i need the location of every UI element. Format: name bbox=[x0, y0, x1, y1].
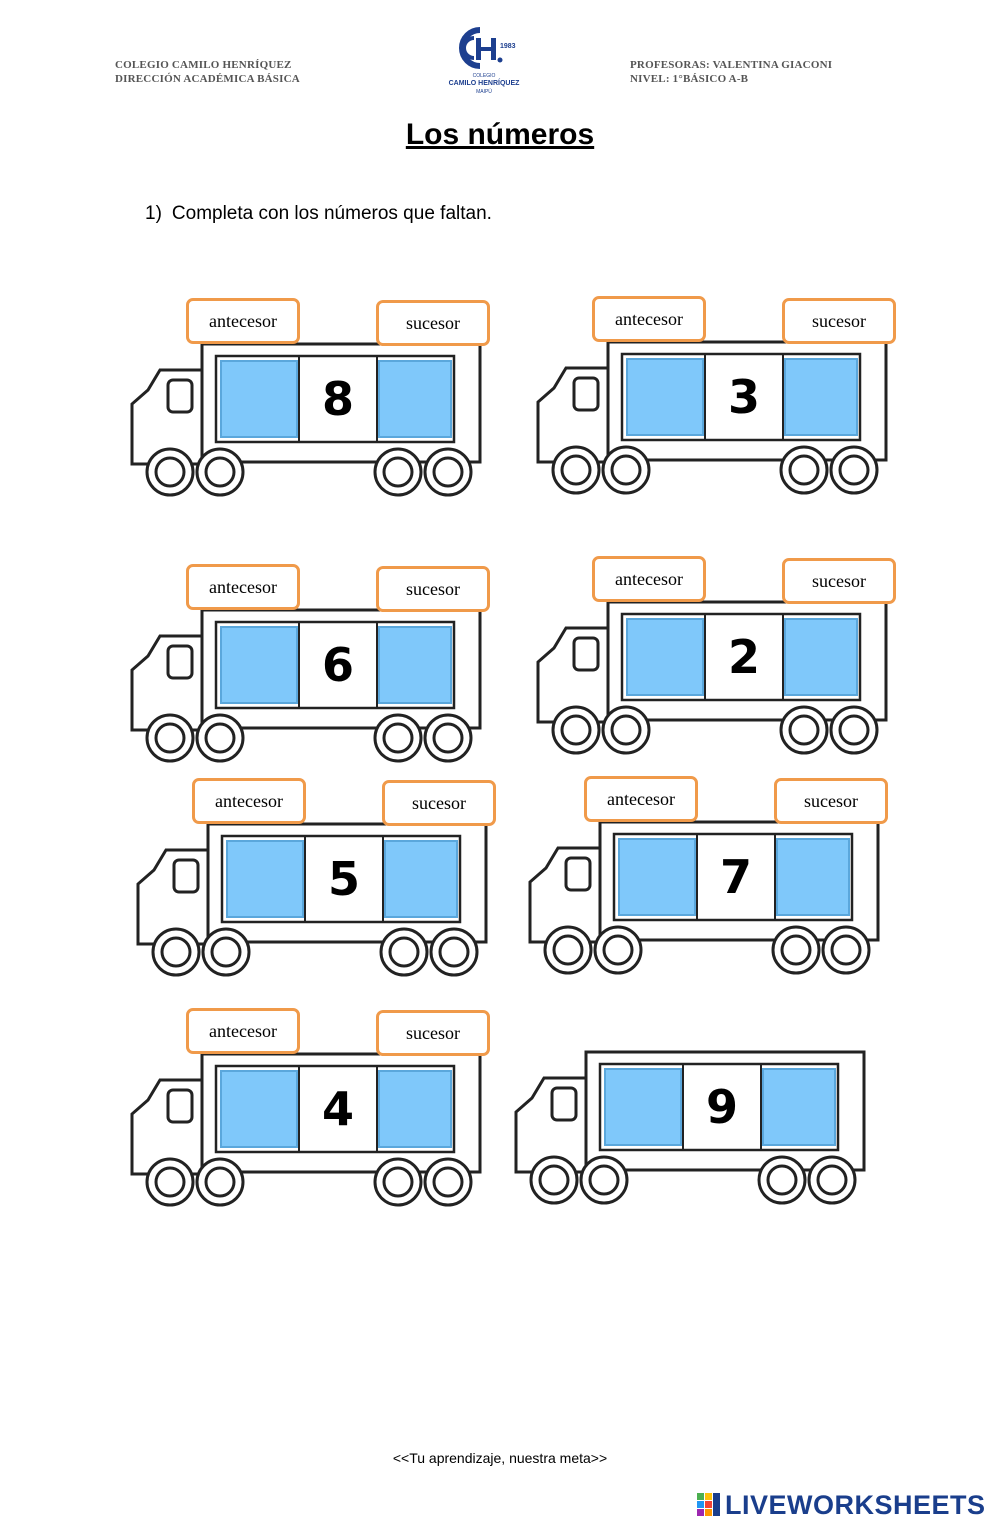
logo-line2: CAMILO HENRÍQUEZ bbox=[449, 78, 521, 87]
successor-label: sucesor bbox=[376, 300, 490, 346]
successor-answer-box[interactable] bbox=[384, 840, 458, 918]
instruction: 1) Completa con los números que faltan. bbox=[145, 203, 502, 225]
antecessor-label: antecesor bbox=[186, 1008, 300, 1054]
compartment-divider bbox=[304, 836, 306, 922]
antecessor-answer-box[interactable] bbox=[220, 626, 298, 704]
truck-1: 8 antecesor sucesor bbox=[130, 292, 496, 502]
liveworksheets-brand: LIVEWORKSHEETS bbox=[696, 1490, 986, 1520]
given-number: 4 bbox=[321, 1082, 354, 1136]
successor-label: sucesor bbox=[376, 1010, 490, 1056]
compartment-divider bbox=[704, 354, 706, 440]
successor-label: sucesor bbox=[382, 780, 496, 826]
liveworksheets-icon bbox=[697, 1493, 720, 1516]
school-logo: 1983 COLEGIO CAMILO HENRÍQUEZ MAIPÚ bbox=[436, 24, 532, 96]
antecessor-answer-box[interactable] bbox=[626, 358, 704, 436]
compartment-divider bbox=[682, 1064, 684, 1150]
antecessor-answer-box[interactable] bbox=[220, 1070, 298, 1148]
compartment-divider bbox=[298, 356, 300, 442]
compartment-divider bbox=[774, 834, 776, 920]
given-number: 9 bbox=[705, 1080, 738, 1134]
given-number: 8 bbox=[321, 372, 354, 426]
antecessor-answer-box[interactable] bbox=[226, 840, 304, 918]
successor-answer-box[interactable] bbox=[378, 626, 452, 704]
antecessor-answer-box[interactable] bbox=[626, 618, 704, 696]
compartment-divider bbox=[376, 1066, 378, 1152]
compartment-divider bbox=[298, 622, 300, 708]
truck-8: 9 bbox=[514, 1000, 880, 1210]
footer-motto: <<Tu aprendizaje, nuestra meta>> bbox=[392, 1450, 608, 1466]
compartment-divider bbox=[782, 614, 784, 700]
instruction-number: 1) bbox=[145, 203, 162, 224]
logo-year: 1983 bbox=[500, 43, 516, 50]
logo-line3: MAIPÚ bbox=[476, 88, 492, 95]
teacher-info: PROFESORAS: VALENTINA GIACONI NIVEL: 1°B… bbox=[630, 58, 832, 86]
antecessor-label: antecesor bbox=[186, 564, 300, 610]
antecessor-answer-box[interactable] bbox=[618, 838, 696, 916]
school-name: COLEGIO CAMILO HENRÍQUEZ bbox=[115, 59, 292, 71]
successor-answer-box[interactable] bbox=[784, 618, 858, 696]
brand-name: LIVEWORKSHEETS bbox=[725, 1489, 986, 1520]
compartment-divider bbox=[376, 356, 378, 442]
successor-answer-box[interactable] bbox=[378, 360, 452, 438]
successor-label: sucesor bbox=[774, 778, 888, 824]
truck-drawing bbox=[528, 820, 880, 975]
successor-answer-box[interactable] bbox=[762, 1068, 836, 1146]
antecessor-answer-box[interactable] bbox=[604, 1068, 682, 1146]
grade-level: NIVEL: 1°BÁSICO A-B bbox=[630, 73, 749, 85]
compartment-divider bbox=[704, 614, 706, 700]
truck-5: 5 antecesor sucesor bbox=[136, 772, 502, 982]
school-info: COLEGIO CAMILO HENRÍQUEZ DIRECCIÓN ACADÉ… bbox=[115, 58, 300, 86]
successor-label: sucesor bbox=[376, 566, 490, 612]
antecessor-label: antecesor bbox=[592, 296, 706, 342]
teacher-names: PROFESORAS: VALENTINA GIACONI bbox=[630, 59, 833, 71]
successor-answer-box[interactable] bbox=[776, 838, 850, 916]
truck-7: 4 antecesor sucesor bbox=[130, 1002, 496, 1212]
truck-3: 6 antecesor sucesor bbox=[130, 558, 496, 768]
antecessor-label: antecesor bbox=[584, 776, 698, 822]
successor-answer-box[interactable] bbox=[784, 358, 858, 436]
given-number: 6 bbox=[321, 638, 354, 692]
given-number: 5 bbox=[327, 852, 360, 906]
antecessor-label: antecesor bbox=[592, 556, 706, 602]
school-department: DIRECCIÓN ACADÉMICA BÁSICA bbox=[115, 73, 300, 85]
compartment-divider bbox=[298, 1066, 300, 1152]
truck-4: 2 antecesor sucesor bbox=[536, 550, 902, 760]
given-number: 7 bbox=[719, 850, 752, 904]
successor-label: sucesor bbox=[782, 558, 896, 604]
successor-answer-box[interactable] bbox=[378, 1070, 452, 1148]
instruction-text: Completa con los números que faltan. bbox=[171, 203, 492, 224]
antecessor-answer-box[interactable] bbox=[220, 360, 298, 438]
compartment-divider bbox=[382, 836, 384, 922]
truck-2: 3 antecesor sucesor bbox=[536, 290, 902, 500]
truck-6: 7 antecesor sucesor bbox=[528, 770, 894, 980]
given-number: 2 bbox=[727, 630, 760, 684]
successor-label: sucesor bbox=[782, 298, 896, 344]
page-title: Los números bbox=[405, 118, 595, 151]
given-number: 3 bbox=[727, 370, 760, 424]
compartment-divider bbox=[782, 354, 784, 440]
compartment-divider bbox=[760, 1064, 762, 1150]
logo-line1: COLEGIO bbox=[473, 73, 496, 79]
compartment-divider bbox=[696, 834, 698, 920]
compartment-divider bbox=[376, 622, 378, 708]
antecessor-label: antecesor bbox=[186, 298, 300, 344]
antecessor-label: antecesor bbox=[192, 778, 306, 824]
